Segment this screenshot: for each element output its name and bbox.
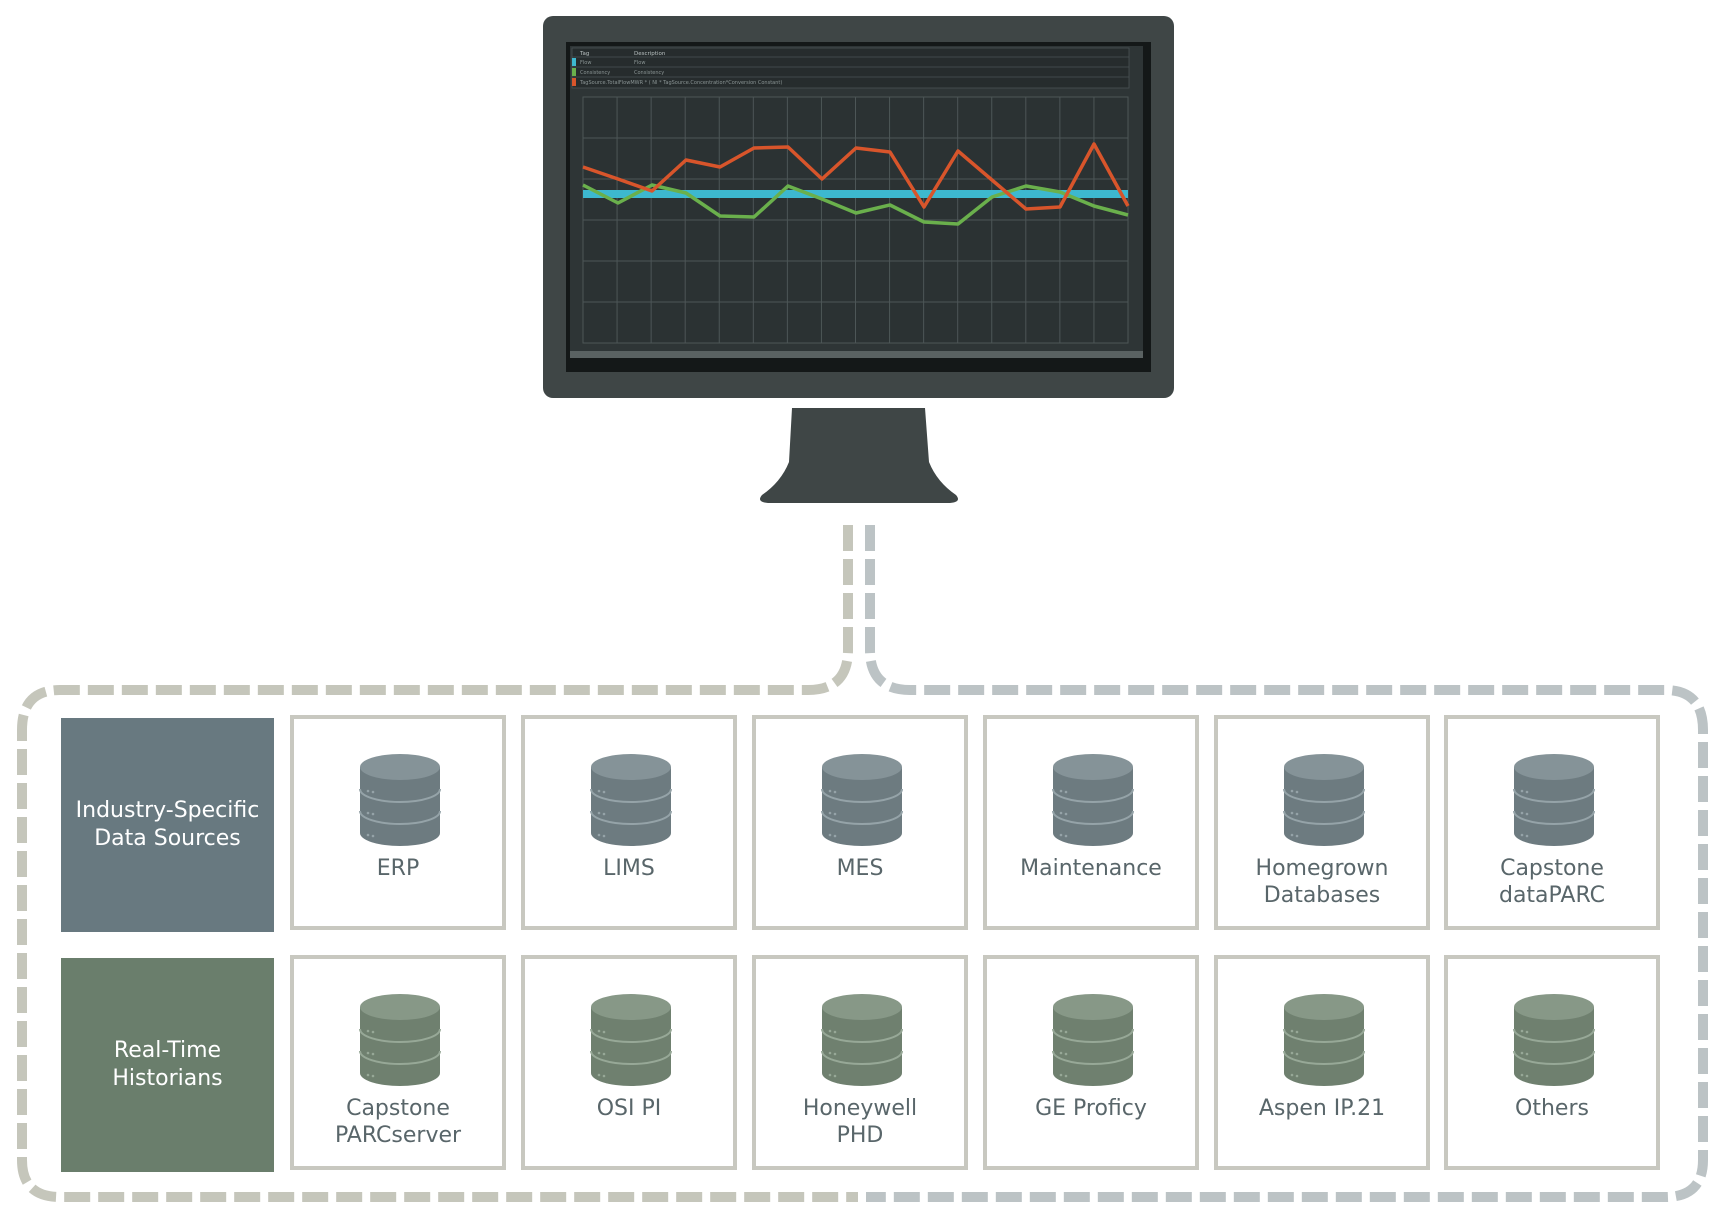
source-label: Capstone PARCserver [334,1096,462,1148]
source-label: Capstone dataPARC [1498,856,1605,908]
source-card-ge-proficy: GE Proficy [983,955,1199,1170]
legend-row-flow-desc: Flow [634,60,645,66]
source-card-others: Others [1444,955,1660,1170]
consistency-line [582,183,1129,226]
formula-line [582,142,1130,211]
source-card-aspen-ip21: Aspen IP.21 [1214,955,1430,1170]
source-card-honeywell-phd: Honeywell PHD [752,955,968,1170]
source-card-osi-pi: OSI PI [521,955,737,1170]
source-label: OSI PI [596,1096,662,1121]
legend-swatch-consistency [572,68,576,76]
source-card-mes: MES [752,715,968,930]
database-icon [1052,754,1134,846]
database-icon [1283,754,1365,846]
frame-left-path [17,525,858,1202]
legend-header-tag: Tag [579,51,589,57]
source-card-capstone-dataparc: Capstone dataPARC [1444,715,1660,930]
legend-swatch-flow [572,58,576,66]
screen-trend-chart [582,96,1130,344]
screen-bottom-bar [570,351,1143,358]
source-card-erp: ERP [290,715,506,930]
source-label: Others [1515,1096,1589,1121]
database-icon [1052,994,1134,1086]
connection-frame [17,525,1708,1202]
source-label: MES [836,856,884,881]
source-label: Maintenance [1020,856,1162,881]
legend-row-formula-tag: TagSource.TotalFlowMWR * ( NI * TagSourc… [579,80,782,86]
database-icon [590,754,672,846]
database-icon [821,754,903,846]
legend-row-consistency-desc: Consistency [634,70,664,76]
database-icon [1513,754,1595,846]
database-icon [359,994,441,1086]
source-card-capstone-parcserver: Capstone PARCserver [290,955,506,1170]
source-label: ERP [376,856,420,881]
source-label: Aspen IP.21 [1258,1096,1386,1121]
row-header-real-time-historians: Real-Time Historians [61,958,274,1172]
source-card-lims: LIMS [521,715,737,930]
source-card-homegrown-databases: Homegrown Databases [1214,715,1430,930]
source-label: Homegrown Databases [1255,856,1389,908]
database-icon [359,754,441,846]
monitor: Tag Description Flow Flow Consistency Co… [543,16,1174,503]
source-label: GE Proficy [1035,1096,1147,1121]
source-label: Honeywell PHD [802,1096,918,1148]
source-label: LIMS [603,856,655,881]
screen-legend-table: Tag Description Flow Flow Consistency Co… [571,47,1130,89]
database-icon [590,994,672,1086]
monitor-stand [760,408,958,503]
legend-swatch-formula [572,78,576,86]
frame-right-path [865,525,1708,1202]
legend-row-consistency-tag: Consistency [580,70,610,76]
row-header-industry-specific: Industry-Specific Data Sources [61,718,274,932]
flow-line [583,190,1128,198]
database-icon [1283,994,1365,1086]
source-card-maintenance: Maintenance [983,715,1199,930]
database-icon [821,994,903,1086]
legend-header-description: Description [634,51,666,57]
legend-row-flow-tag: Flow [580,60,591,66]
database-icon [1513,994,1595,1086]
